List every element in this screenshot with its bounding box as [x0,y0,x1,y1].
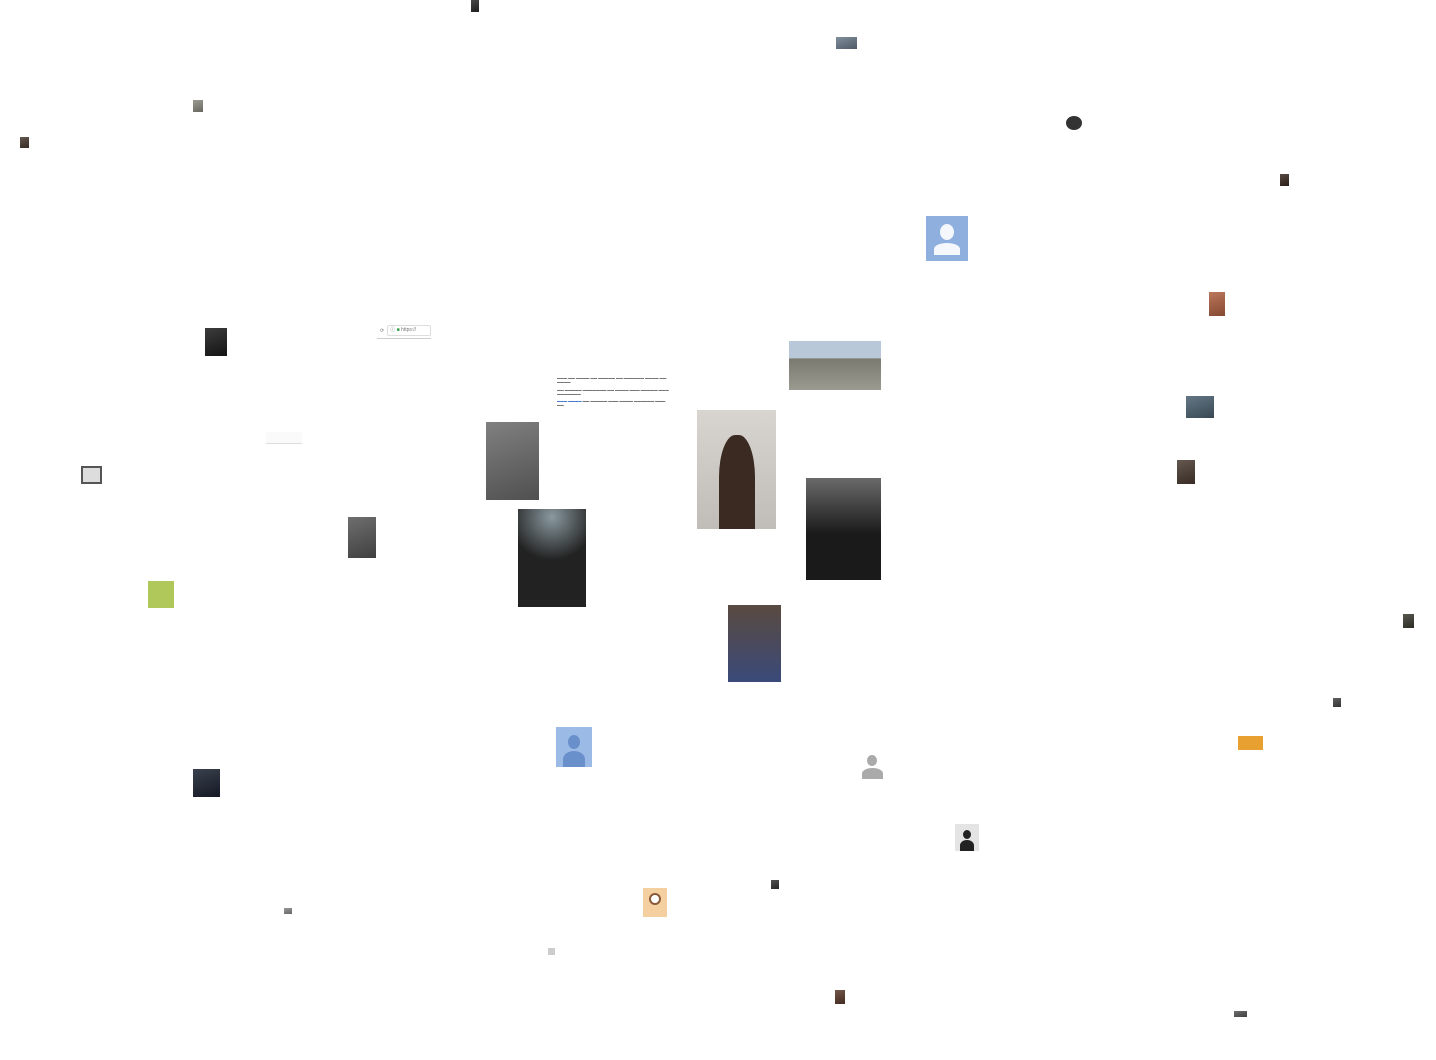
bug-mascot-icon[interactable] [148,581,174,608]
thumbnail[interactable] [1280,174,1289,186]
lock-icon: ■ [396,327,400,333]
street-photo-thumbnail[interactable] [789,341,881,390]
thumbnail[interactable] [1177,460,1195,484]
thumbnail[interactable] [471,0,479,12]
thumbnail[interactable] [1403,614,1414,628]
url-field: ⓘ ■ https:// [387,325,431,336]
person-photo-thumbnail[interactable] [728,605,781,682]
thumbnail[interactable] [835,990,845,1004]
thumbnail[interactable] [20,137,29,148]
user-avatar-icon[interactable] [926,216,968,261]
thumbnail[interactable] [1186,396,1214,418]
thumbnail[interactable] [193,100,203,112]
info-icon: ⓘ [390,327,396,333]
search-document-icon[interactable] [81,466,102,484]
thumbnail[interactable] [193,769,220,797]
url-text: https:// [401,327,417,333]
browser-address-bar-snippet: ⟳ ⓘ ■ https:// [377,323,431,339]
person-silhouette-icon[interactable] [556,727,592,767]
person-silhouette-icon[interactable] [955,824,979,851]
thumbnail[interactable] [1234,1011,1247,1017]
person-photo-thumbnail[interactable] [518,509,586,607]
thumbnail[interactable] [205,328,227,356]
owl-icon[interactable] [1066,116,1082,130]
thumbnail[interactable] [284,908,292,914]
thumbnail[interactable] [1209,292,1225,316]
thumbnail[interactable] [266,432,302,444]
thumbnail[interactable] [548,948,555,955]
thumbnail[interactable] [1333,698,1341,707]
document-snippet-thumbnail[interactable]: ▬▬▬ ▬▬ ▬▬▬▬ ▬▬ ▬▬▬▬▬ ▬▬ ▬▬▬▬▬▬ ▬▬▬▬ ▬▬ ▬… [555,374,673,444]
user-avatar-icon[interactable] [862,754,883,780]
user-avatar-icon[interactable] [643,888,667,917]
person-photo-thumbnail[interactable] [697,410,776,529]
orange-icon[interactable] [1238,736,1263,750]
person-photo-thumbnail[interactable] [806,478,881,580]
person-photo-thumbnail[interactable] [486,422,539,500]
thumbnail[interactable] [836,37,857,49]
thumbnail[interactable] [771,880,779,889]
person-photo-thumbnail[interactable] [348,517,376,558]
reload-icon: ⟳ [380,327,385,334]
